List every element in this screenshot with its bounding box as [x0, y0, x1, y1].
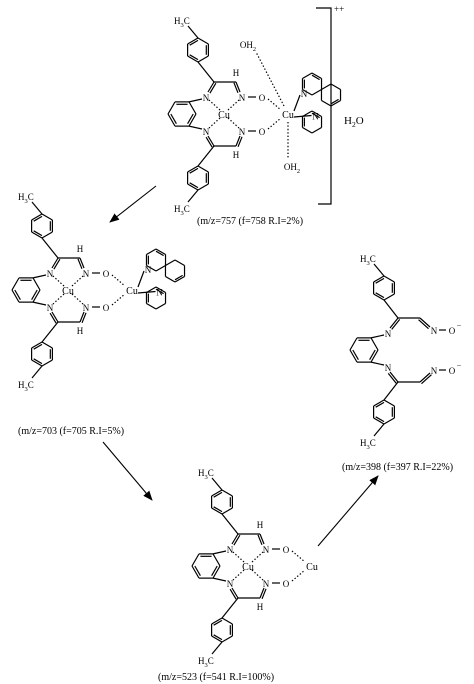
caption-398: (m/z=398 (f=397 R.I=22%): [342, 462, 453, 473]
caption-523: (m/z=523 (f=541 R.I=100%): [158, 672, 274, 683]
imine-nitrogen: N: [203, 93, 210, 103]
oxime-nitrogen: N: [431, 366, 438, 376]
imine-nitrogen: N: [227, 579, 234, 589]
oxime-oxygen: O: [283, 545, 290, 555]
oxime-hydrogen: H: [233, 150, 240, 160]
water-ligand: OH2: [284, 162, 300, 175]
oxime-hydrogen: H: [77, 326, 84, 336]
negative-charge: −: [457, 361, 462, 370]
water-label: H2O: [344, 115, 364, 129]
oxide-oxygen: O: [449, 326, 456, 336]
oxime-nitrogen: N: [431, 326, 438, 336]
oxime-nitrogen: N: [83, 269, 90, 279]
imine-nitrogen: N: [47, 303, 54, 313]
copper-center: Cu: [306, 562, 318, 573]
copper-center: Cu: [126, 286, 138, 297]
methyl-label: H3C: [360, 438, 376, 451]
imine-nitrogen: N: [47, 269, 54, 279]
methyl-label: H3C: [198, 656, 214, 669]
oxime-nitrogen: N: [239, 127, 246, 137]
oxime-nitrogen: N: [263, 579, 270, 589]
oxide-oxygen: O: [449, 366, 456, 376]
oxime-oxygen: O: [259, 93, 266, 103]
caption-757: (m/z=757 (f=758 R.I=2%): [197, 216, 303, 227]
oxime-hydrogen: H: [257, 520, 264, 530]
methyl-label: H3C: [18, 380, 34, 393]
oxime-nitrogen: N: [263, 545, 270, 555]
copper-center: Cu: [282, 110, 294, 121]
oxime-oxygen: O: [259, 127, 266, 137]
arrow-757-to-703: [109, 185, 157, 223]
phen-nitrogen: N: [301, 89, 308, 99]
arrow-523-to-398: [317, 475, 379, 547]
methyl-label: H3C: [174, 204, 190, 217]
oxime-hydrogen: H: [257, 602, 264, 612]
copper-center: Cu: [242, 562, 254, 573]
imine-nitrogen: N: [203, 127, 210, 137]
arrow-703-to-523: [102, 441, 153, 501]
phen-nitrogen: N: [145, 265, 152, 275]
oxime-nitrogen: N: [83, 303, 90, 313]
methyl-label: H3C: [174, 16, 190, 29]
oxime-oxygen: O: [103, 303, 110, 313]
methyl-label: H3C: [198, 468, 214, 481]
imine-nitrogen: N: [227, 545, 234, 555]
oxime-hydrogen: H: [77, 244, 84, 254]
imine-nitrogen: N: [385, 329, 392, 339]
methyl-label: H3C: [18, 192, 34, 205]
complex-bracket: [316, 7, 332, 205]
imine-nitrogen: N: [385, 363, 392, 373]
copper-center: Cu: [62, 286, 74, 297]
complex-charge: ++: [334, 4, 344, 14]
oxime-oxygen: O: [283, 579, 290, 589]
phen-nitrogen: N: [156, 288, 163, 298]
water-ligand: OH2: [240, 40, 256, 53]
methyl-label: H3C: [360, 254, 376, 267]
oxime-nitrogen: N: [239, 93, 246, 103]
phen-nitrogen: N: [312, 112, 319, 122]
oxime-oxygen: O: [103, 269, 110, 279]
negative-charge: −: [457, 321, 462, 330]
caption-703: (m/z=703 (f=705 R.I=5%): [18, 426, 124, 437]
copper-center: Cu: [218, 110, 230, 121]
oxime-hydrogen: H: [233, 68, 240, 78]
